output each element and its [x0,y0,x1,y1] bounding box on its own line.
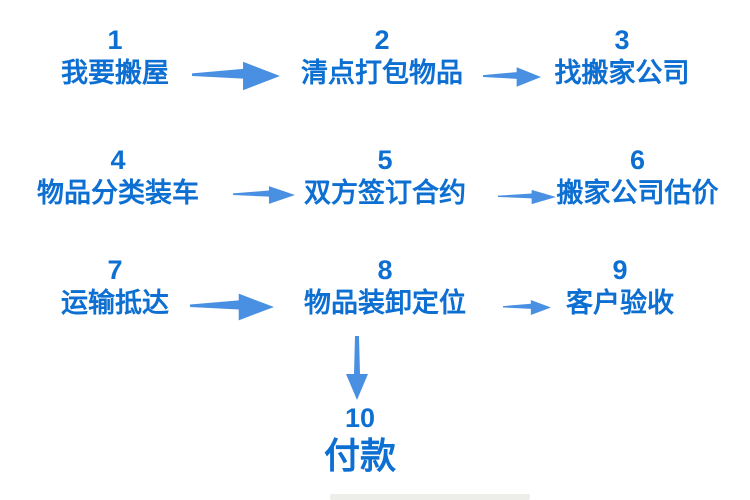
step-1: 1 我要搬屋 [35,24,195,90]
step-5-label: 双方签订合约 [304,178,466,208]
arrow-down-icon [344,336,370,400]
arrow-right-icon [233,185,295,205]
step-9-number: 9 [612,255,628,285]
step-8-number: 8 [377,255,393,285]
step-6-number: 6 [629,145,646,175]
step-10: 10 付款 [280,402,440,478]
step-3-label: 找搬家公司 [554,58,690,88]
step-10-label: 付款 [323,435,396,476]
step-2-number: 2 [374,25,390,55]
step-8-label: 物品装卸定位 [304,288,466,318]
step-3-number: 3 [614,25,630,55]
step-2: 2 清点打包物品 [292,24,472,90]
step-9: 9 客户验收 [540,254,700,320]
step-5-number: 5 [377,145,393,175]
arrow-right-icon [192,60,280,92]
arrow-right-icon [503,299,551,316]
step-1-label: 我要搬屋 [61,58,169,88]
cutoff-element-fragment [330,494,530,500]
step-6-label: 搬家公司估价 [556,178,719,208]
step-8: 8 物品装卸定位 [295,254,475,320]
step-4-label: 物品分类装车 [37,178,199,208]
step-4-number: 4 [110,145,126,175]
arrow-right-icon [483,66,541,88]
arrow-right-icon [498,189,556,205]
step-7: 7 运输抵达 [35,254,195,320]
step-9-label: 客户验收 [566,288,674,318]
step-6: 6 搬家公司估价 [545,144,730,210]
step-2-label: 清点打包物品 [301,58,463,88]
step-10-number: 10 [344,403,376,433]
step-3: 3 找搬家公司 [542,24,702,90]
arrow-right-icon [190,292,274,322]
step-1-number: 1 [107,25,123,55]
step-5: 5 双方签订合约 [295,144,475,210]
step-7-label: 运输抵达 [61,288,169,318]
step-7-number: 7 [107,255,123,285]
step-4: 4 物品分类装车 [28,144,208,210]
